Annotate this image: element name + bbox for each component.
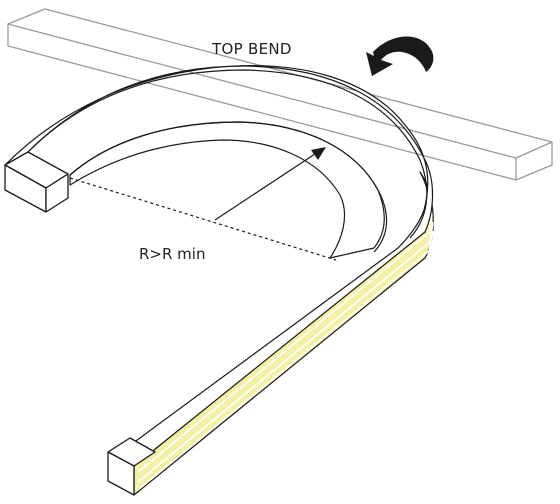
bottom-end-cap bbox=[107, 437, 156, 496]
led-strip-body bbox=[4, 65, 434, 467]
left-end-cap bbox=[4, 151, 69, 213]
chord-dashed-line bbox=[69, 177, 337, 261]
radius-label: R>R min bbox=[139, 245, 206, 263]
mounting-bar bbox=[7, 8, 553, 181]
curved-arrow-counterclockwise-icon bbox=[366, 36, 434, 76]
radius-arrow bbox=[214, 147, 326, 221]
top-bend-label: TOP BEND bbox=[212, 40, 292, 58]
